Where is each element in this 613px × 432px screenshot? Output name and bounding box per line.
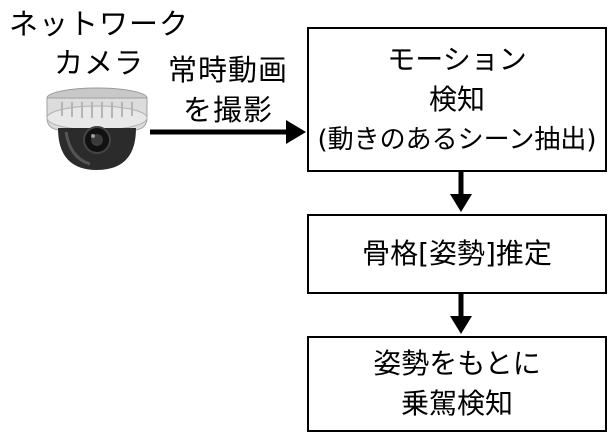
capture-label-line1: 常時動画 [168, 53, 289, 87]
mounting-detection-box: 姿勢をもとに 乗駕検知 [307, 336, 607, 432]
pose-estimation-box: 骨格[姿勢]推定 [307, 214, 607, 294]
mounting-detection-line1: 姿勢をもとに [373, 347, 541, 380]
motion-detection-box: モーション 検知 (動きのあるシーン抽出) [307, 27, 607, 172]
mounting-detection-line2: 乗駕検知 [400, 387, 513, 420]
camera-label-line2: カメラ [53, 46, 144, 80]
motion-detection-detail: (動きのあるシーン抽出) [317, 124, 597, 155]
capture-label-line2: を撮影 [182, 93, 273, 127]
camera-label-line1: ネットワーク [8, 7, 189, 41]
motion-detection-title: モーション [387, 42, 527, 76]
motion-detection-subtitle: 検知 [428, 82, 485, 116]
pose-estimation-label: 骨格[姿勢]推定 [362, 237, 552, 270]
flow-arrow-2 [450, 294, 472, 334]
flow-arrow-1 [450, 172, 472, 212]
